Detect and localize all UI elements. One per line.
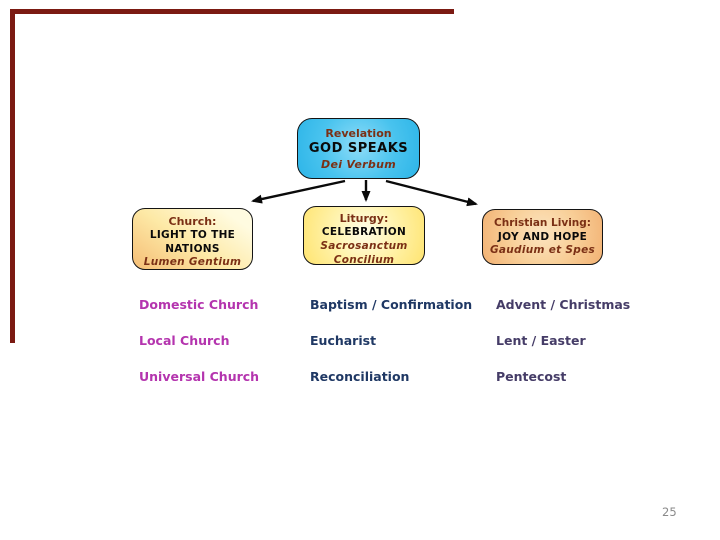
church-forms-list: Domestic Church Local Church Universal C… bbox=[139, 297, 304, 405]
accent-border-top bbox=[10, 9, 454, 14]
christian-living-document: Gaudium et Spes bbox=[489, 244, 596, 257]
liturgy-document: Sacrosanctum Concilium bbox=[320, 239, 408, 265]
arrow-to-church bbox=[251, 179, 346, 204]
christian-living-emphasis: JOY AND HOPE bbox=[497, 230, 588, 243]
list-item: Pentecost bbox=[496, 369, 567, 384]
arrow-to-christian-living bbox=[385, 179, 478, 207]
list-item: Eucharist bbox=[310, 333, 377, 348]
church-box: Church: LIGHT TO THE NATIONS Lumen Genti… bbox=[132, 208, 253, 270]
church-heading: Church: bbox=[168, 215, 217, 228]
accent-border-left bbox=[10, 9, 15, 343]
list-item: Advent / Christmas bbox=[496, 297, 631, 312]
church-emphasis: LIGHT TO THE NATIONS bbox=[149, 229, 236, 255]
christian-living-box: Christian Living: JOY AND HOPE Gaudium e… bbox=[482, 209, 603, 265]
page-number: 25 bbox=[662, 505, 677, 519]
list-item: Baptism / Confirmation bbox=[310, 297, 473, 312]
list-item: Reconciliation bbox=[310, 369, 410, 384]
liturgy-heading: Liturgy: bbox=[339, 212, 389, 225]
christian-living-heading: Christian Living: bbox=[494, 217, 591, 229]
revelation-emphasis: GOD SPEAKS bbox=[308, 141, 409, 157]
list-item: Local Church bbox=[139, 333, 230, 348]
revelation-document: Dei Verbum bbox=[321, 158, 396, 172]
revelation-box: Revelation GOD SPEAKS Dei Verbum bbox=[297, 118, 420, 179]
church-document: Lumen Gentium bbox=[143, 256, 242, 269]
liturgical-seasons-list: Advent / Christmas Lent / Easter Penteco… bbox=[496, 297, 661, 405]
sacraments-list: Baptism / Confirmation Eucharist Reconci… bbox=[310, 297, 492, 405]
revelation-heading: Revelation bbox=[325, 127, 392, 140]
list-item: Lent / Easter bbox=[496, 333, 586, 348]
liturgy-emphasis: CELEBRATION bbox=[321, 226, 407, 239]
liturgy-box: Liturgy: CELEBRATION Sacrosanctum Concil… bbox=[303, 206, 425, 265]
list-item: Universal Church bbox=[139, 369, 260, 384]
list-item: Domestic Church bbox=[139, 297, 259, 312]
